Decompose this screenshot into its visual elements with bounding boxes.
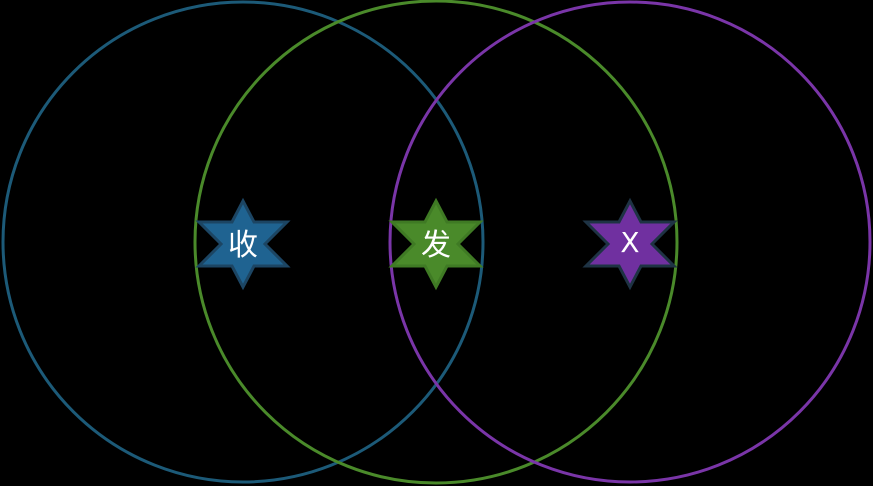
star-x-icon	[582, 197, 678, 291]
circle-right	[388, 0, 872, 484]
circle-middle	[193, 0, 679, 485]
circle-left	[1, 0, 485, 484]
star-fa-icon	[388, 197, 484, 291]
star-shou-icon	[195, 197, 291, 291]
